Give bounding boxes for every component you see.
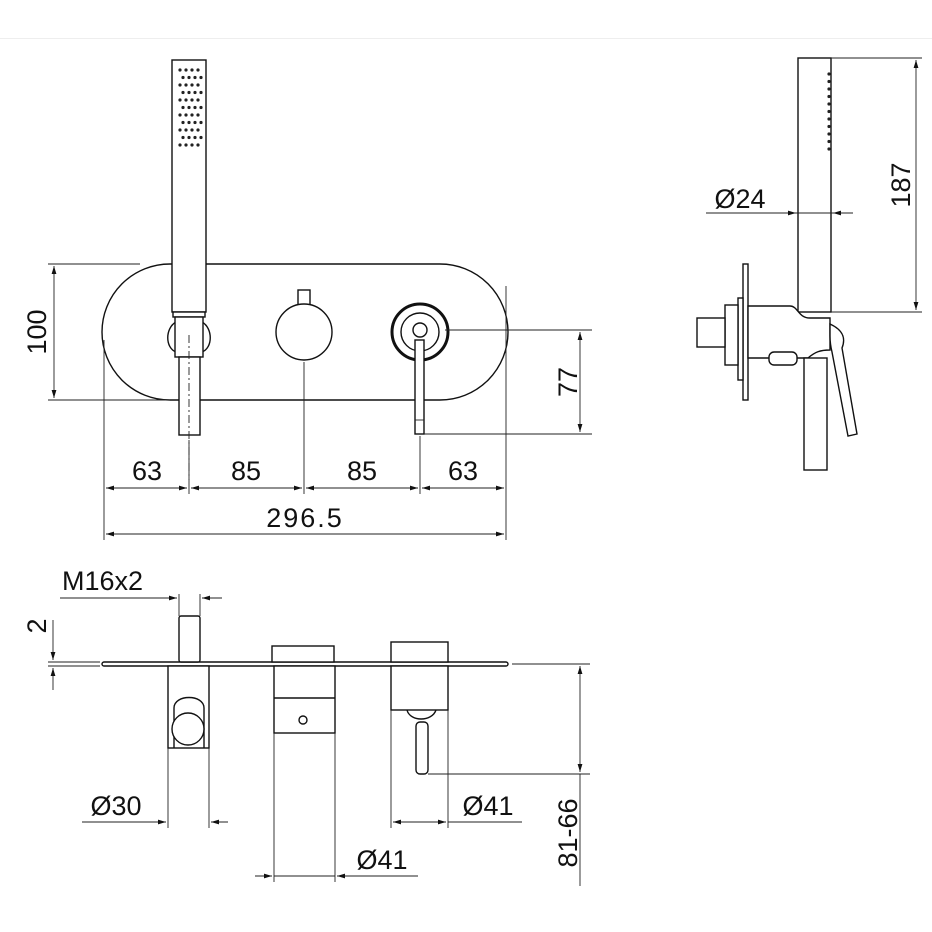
nozzle-dot xyxy=(178,113,182,117)
middle-diameter-label: Ø41 xyxy=(356,845,407,875)
right-diameter-label: Ø41 xyxy=(462,791,513,821)
nozzle-dot xyxy=(199,105,203,110)
nozzle-dot xyxy=(190,83,194,87)
nozzle-dot xyxy=(190,98,194,102)
nozzle-dot xyxy=(196,128,200,132)
nozzle-dot xyxy=(827,132,831,136)
diverter-knob xyxy=(275,289,333,361)
nozzle-dot xyxy=(187,105,191,110)
nozzle-dot xyxy=(190,68,194,72)
nozzle-dot xyxy=(187,75,191,80)
nozzle-dot xyxy=(827,94,831,99)
thickness-label: 2 xyxy=(22,618,52,633)
nozzle-dot xyxy=(193,135,197,140)
nozzle-dot xyxy=(827,102,831,106)
nozzle-dot xyxy=(184,98,188,102)
nozzle-dot xyxy=(190,128,194,132)
nozzle-dot xyxy=(184,83,188,87)
dimension-77: 77 xyxy=(424,329,592,435)
side-view: Ø24 187 xyxy=(696,57,922,471)
side-spray-nozzles xyxy=(827,72,831,151)
nozzle-dot xyxy=(190,143,194,147)
spacing-label: 85 xyxy=(347,456,377,486)
nozzle-dot xyxy=(193,90,197,95)
nozzle-dot xyxy=(184,113,188,117)
dimension-depth: 81-66 xyxy=(428,663,590,886)
depth-label: 81-66 xyxy=(553,798,583,867)
nozzle-dot xyxy=(199,120,203,125)
nozzle-dot xyxy=(187,90,191,95)
nozzle-dot xyxy=(178,143,182,147)
wall-plate xyxy=(101,263,509,401)
dimension-30: Ø30 xyxy=(82,748,228,828)
lever-dim-label: 77 xyxy=(553,367,583,397)
nozzle-dot xyxy=(827,117,831,121)
nozzle-dot xyxy=(181,105,185,110)
nozzle-dot xyxy=(827,124,831,129)
nozzle-dot xyxy=(196,98,200,102)
nozzle-dot xyxy=(181,135,185,140)
top-bar xyxy=(0,0,932,39)
mixer-lever xyxy=(390,302,450,435)
nozzle-dot xyxy=(187,135,191,140)
nozzle-dot xyxy=(181,120,185,125)
nozzle-dot xyxy=(181,75,185,80)
nozzle-dot xyxy=(178,83,182,87)
nozzle-dot xyxy=(193,105,197,110)
nozzle-dot xyxy=(827,109,831,114)
nozzle-dot xyxy=(827,147,831,151)
spacing-label: 85 xyxy=(231,456,261,486)
nozzle-dot xyxy=(827,87,831,91)
nozzle-dot xyxy=(178,68,182,72)
front-view: 100 77 63 85 85 63 296.5 xyxy=(22,59,592,540)
nozzle-dot xyxy=(196,68,200,72)
nozzle-dot xyxy=(199,75,203,80)
dimension-spacings: 63 85 85 63 296.5 xyxy=(103,286,507,540)
dimension-24: Ø24 xyxy=(706,184,853,216)
nozzle-dot xyxy=(193,120,197,125)
nozzle-dot xyxy=(193,75,197,80)
holder-diameter-label: Ø30 xyxy=(90,791,141,821)
nozzle-dot xyxy=(187,120,191,125)
length-label: 187 xyxy=(886,162,916,207)
dimension-2: 2 xyxy=(22,618,100,690)
nozzle-dot xyxy=(184,143,188,147)
nozzle-dot xyxy=(196,143,200,147)
nozzle-dot xyxy=(184,68,188,72)
nozzle-dot xyxy=(190,113,194,117)
nozzle-dot xyxy=(199,90,203,95)
nozzle-dot xyxy=(181,90,185,95)
nozzle-dot xyxy=(827,72,831,76)
nozzle-dot xyxy=(196,83,200,87)
diameter-label: Ø24 xyxy=(714,184,765,214)
nozzle-dot xyxy=(199,135,203,140)
nozzle-dot xyxy=(827,139,831,144)
spray-nozzles xyxy=(178,68,203,147)
dimension-187: 187 xyxy=(831,57,922,313)
spacing-label: 63 xyxy=(132,456,162,486)
nozzle-dot xyxy=(184,128,188,132)
nozzle-dot xyxy=(827,79,831,84)
bottom-view: M16x2 2 Ø30 Ø41 Ø xyxy=(22,566,590,886)
nozzle-dot xyxy=(178,98,182,102)
dimension-41-right: Ø41 xyxy=(390,710,522,828)
overall-width-label: 296.5 xyxy=(266,503,344,533)
nozzle-dot xyxy=(178,128,182,132)
dimension-41-middle: Ø41 xyxy=(255,733,418,882)
spacing-label: 63 xyxy=(448,456,478,486)
thread-label: M16x2 xyxy=(62,566,143,596)
height-label: 100 xyxy=(22,309,52,354)
nozzle-dot xyxy=(196,113,200,117)
dimension-100: 100 xyxy=(22,263,170,401)
dimension-m16x2: M16x2 xyxy=(60,566,222,616)
hand-shower xyxy=(167,59,211,480)
